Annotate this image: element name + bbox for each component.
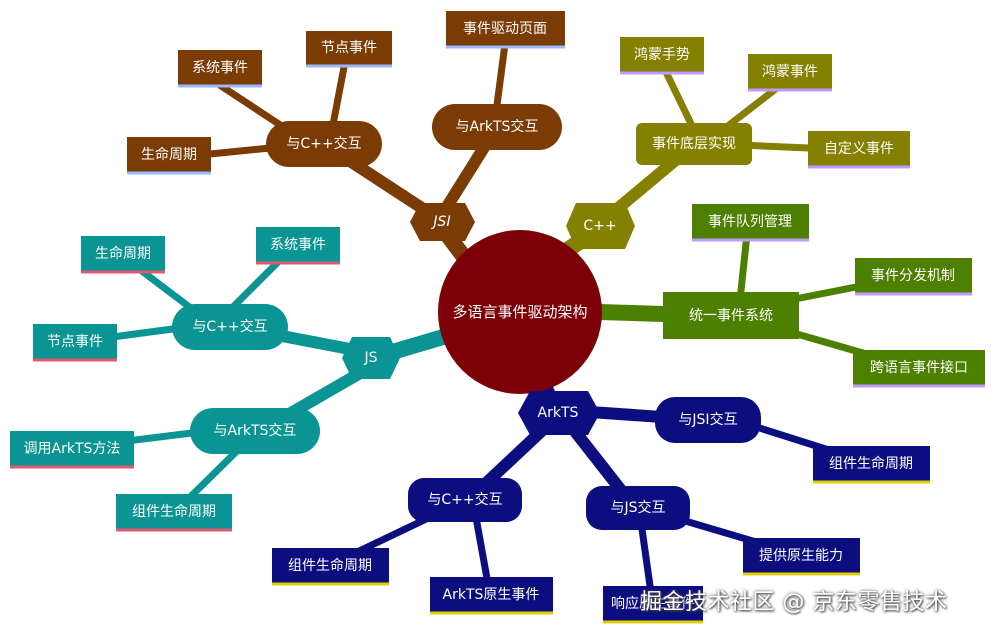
leaf-unified-queue[interactable]: 事件队列管理 <box>692 204 809 242</box>
leaf-arkts-cpp-native[interactable]: ArkTS原生事件 <box>430 577 553 615</box>
node-jsi-cpp-label: 与C++交互 <box>286 135 361 152</box>
hub-cpp-label: C++ <box>583 218 616 234</box>
node-jsi-cpp[interactable]: 与C++交互 <box>266 121 382 167</box>
hub-js-label: JS <box>363 350 377 366</box>
leaf-label: 自定义事件 <box>824 141 894 157</box>
node-arkts-js[interactable]: 与JS交互 <box>586 486 690 530</box>
leaf-js-complife[interactable]: 组件生命周期 <box>116 494 232 532</box>
leaf-label: 生命周期 <box>141 146 197 163</box>
leaf-arkts-js-ability[interactable]: 提供原生能力 <box>743 538 860 576</box>
leaf-label: 节点事件 <box>321 40 377 56</box>
leaf-js-sysevent[interactable]: 系统事件 <box>256 227 340 265</box>
hub-js[interactable]: JS <box>342 337 400 379</box>
node-arkts-jsi-label: 与JSI交互 <box>678 411 737 428</box>
leaf-label: 事件队列管理 <box>708 214 792 230</box>
node-cpp-impl-label: 事件底层实现 <box>652 136 736 152</box>
node-arkts-js-label: 与JS交互 <box>610 499 665 516</box>
node-arkts-cpp[interactable]: 与C++交互 <box>408 478 522 522</box>
node-arkts-cpp-label: 与C++交互 <box>427 491 502 508</box>
leaf-label: 组件生命周期 <box>829 455 913 472</box>
leaf-js-nodeevent[interactable]: 节点事件 <box>33 324 117 362</box>
hub-arkts-label: ArkTS <box>538 405 579 421</box>
leaf-label: 调用ArkTS方法 <box>24 441 121 457</box>
node-arkts-jsi[interactable]: 与JSI交互 <box>655 397 761 443</box>
leaf-label: 响应原生事件 <box>611 595 695 612</box>
node-unified-label: 统一事件系统 <box>689 308 773 324</box>
node-unified[interactable]: 统一事件系统 <box>663 292 799 339</box>
line-jsiarkts-page <box>493 40 509 109</box>
leaf-label: 跨语言事件接口 <box>870 359 968 376</box>
center-node[interactable]: 多语言事件驱动架构 <box>438 230 602 394</box>
node-cpp-impl[interactable]: 事件底层实现 <box>636 123 752 165</box>
leaf-unified-dispatch[interactable]: 事件分发机制 <box>855 258 972 296</box>
leaf-js-callarkts[interactable]: 调用ArkTS方法 <box>10 431 134 469</box>
leaf-label: 事件驱动页面 <box>463 21 547 37</box>
leaf-label: 组件生命周期 <box>132 503 216 520</box>
node-js-arkts[interactable]: 与ArkTS交互 <box>190 408 320 454</box>
hub-cpp[interactable]: C++ <box>566 203 635 249</box>
node-js-cpp-label: 与C++交互 <box>192 318 267 335</box>
line-jsicpp-life <box>196 144 274 159</box>
leaf-arkts-js-respond[interactable]: 响应原生事件 <box>603 586 703 624</box>
center-label: 多语言事件驱动架构 <box>452 303 587 321</box>
leaf-js-lifecycle[interactable]: 生命周期 <box>81 236 165 274</box>
node-jsi-arkts[interactable]: 与ArkTS交互 <box>432 104 562 150</box>
leaf-label: 提供原生能力 <box>759 548 843 564</box>
node-js-arkts-label: 与ArkTS交互 <box>214 422 297 439</box>
leaf-jsi-eventpage[interactable]: 事件驱动页面 <box>446 11 565 49</box>
leaf-label: 鸿蒙手势 <box>634 46 690 63</box>
node-jsi-arkts-label: 与ArkTS交互 <box>456 118 539 135</box>
watermark-text: 掘金技术社区 @ 京东零售技术 <box>640 590 948 615</box>
leaf-label: ArkTS原生事件 <box>443 587 540 603</box>
hub-jsi-label: JSI <box>430 214 450 230</box>
leaf-arkts-jsi-life[interactable]: 组件生命周期 <box>813 446 930 484</box>
leaf-label: 系统事件 <box>270 237 326 253</box>
leaf-label: 节点事件 <box>47 334 103 350</box>
leaf-label: 组件生命周期 <box>288 557 372 574</box>
line-jsicpp-node <box>328 58 349 134</box>
leaf-label: 生命周期 <box>95 245 151 262</box>
leaf-jsi-lifecycle[interactable]: 生命周期 <box>127 137 211 175</box>
hub-arkts[interactable]: ArkTS <box>518 391 600 435</box>
leaf-cpp-event[interactable]: 鸿蒙事件 <box>748 54 832 92</box>
leaf-label: 鸿蒙事件 <box>762 63 818 80</box>
leaf-unified-xlang[interactable]: 跨语言事件接口 <box>853 350 985 388</box>
leaf-arkts-cpp-life[interactable]: 组件生命周期 <box>272 548 389 586</box>
line-impl-gesture <box>661 66 699 136</box>
leaf-cpp-gesture[interactable]: 鸿蒙手势 <box>620 37 704 75</box>
leaf-cpp-custom[interactable]: 自定义事件 <box>808 131 910 169</box>
leaf-jsi-sysevent[interactable]: 系统事件 <box>178 50 262 88</box>
node-js-cpp[interactable]: 与C++交互 <box>172 304 288 350</box>
hub-jsi[interactable]: JSI <box>410 203 475 241</box>
leaf-label: 系统事件 <box>192 60 248 76</box>
leaf-label: 事件分发机制 <box>871 268 955 284</box>
leaf-jsi-nodeevent[interactable]: 节点事件 <box>306 31 392 68</box>
